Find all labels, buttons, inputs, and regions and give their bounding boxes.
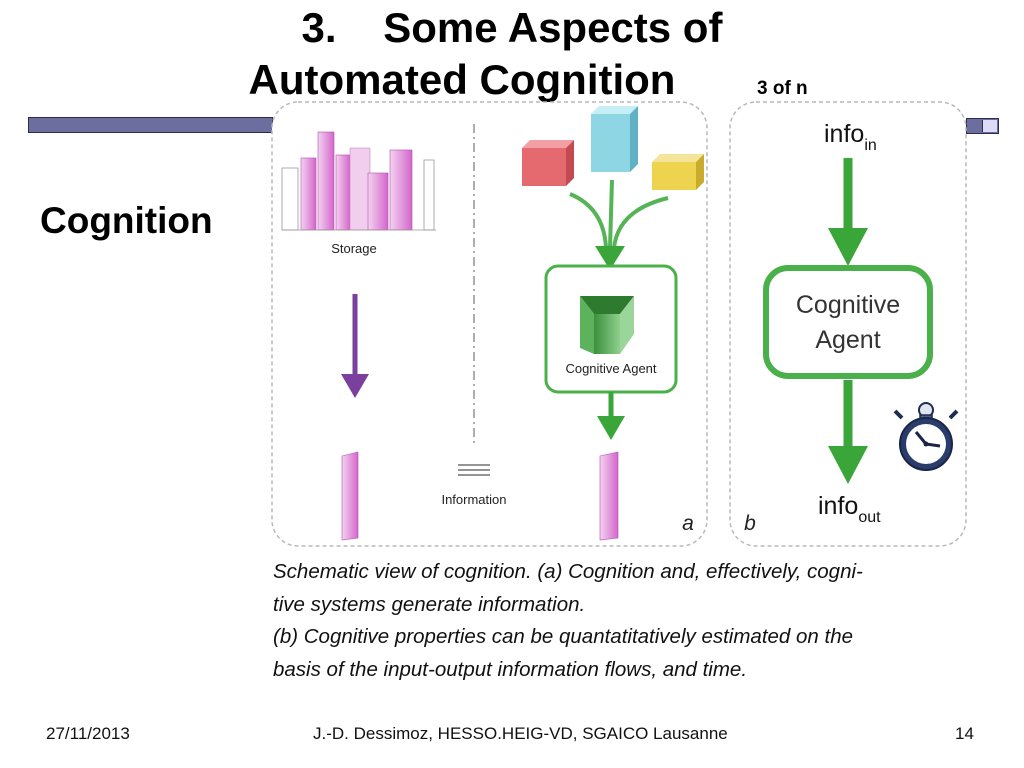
agent-output-bar (599, 451, 619, 541)
information-label: Information (441, 492, 506, 507)
green-output-arrow-b (828, 380, 868, 484)
decorative-title-bar-right (966, 118, 999, 134)
schematic-figure: Storage Information (268, 98, 970, 550)
figure-caption: Schematic view of cognition. (a) Cogniti… (273, 556, 973, 686)
caption-line-1: Schematic view of cognition. (a) Cogniti… (273, 560, 863, 583)
converging-arrows-icon (569, 179, 669, 270)
side-heading: Cognition (40, 200, 213, 241)
info-in-label: infoin (824, 120, 877, 154)
caption-line-4: basis of the input-output information fl… (273, 657, 748, 681)
green-output-arrow-a (597, 392, 625, 440)
caption-line-2: tive systems generate information. (273, 592, 586, 616)
title-part-note: 3 of n (757, 78, 808, 99)
panel-b-letter: b (744, 512, 756, 535)
cognitive-agent-box-b (763, 265, 933, 379)
footer-author: J.-D. Dessimoz, HESSO.HEIG-VD, SGAICO La… (313, 724, 728, 743)
yellow-cube-icon (652, 154, 704, 190)
storage-label: Storage (331, 241, 377, 256)
stopwatch-icon (893, 402, 959, 471)
storage-bars-icon (281, 131, 436, 231)
decorative-title-bar-left (28, 117, 273, 133)
caption-line-3: (b) Cognitive properties can be quantati… (273, 625, 854, 648)
funnel-icon (580, 296, 634, 354)
panel-a-letter: a (682, 512, 694, 535)
agent-label-b-line2: Agent (815, 326, 880, 354)
footer-page-number: 14 (955, 724, 974, 743)
slide-title-line-1: 3. Some Aspects of (301, 4, 723, 51)
purple-arrow-icon (341, 294, 369, 398)
agent-label-a: Cognitive Agent (565, 361, 656, 376)
information-symbol-icon (458, 464, 490, 476)
agent-label-b-line1: Cognitive (796, 291, 900, 319)
footer-date: 27/11/2013 (46, 724, 130, 743)
cyan-cube-icon (591, 106, 638, 172)
storage-output-bar (341, 451, 359, 541)
info-out-label: infoout (818, 492, 881, 526)
red-cube-icon (522, 140, 574, 186)
slide-title-line-2: Automated Cognition (248, 56, 676, 103)
green-input-arrow-b (828, 158, 868, 266)
